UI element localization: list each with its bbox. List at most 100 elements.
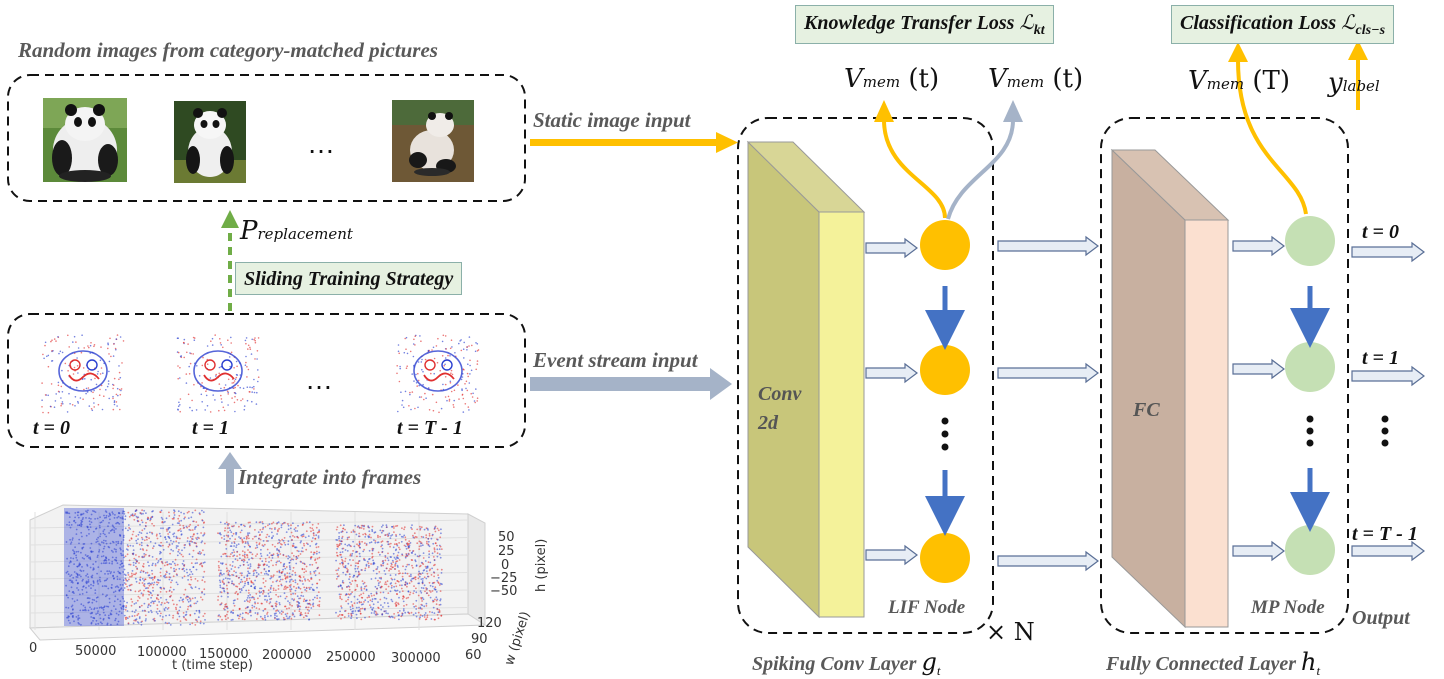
plot-point [93, 510, 96, 513]
plot-point [437, 611, 440, 614]
plot-point [89, 523, 91, 526]
plot-point [137, 533, 140, 536]
plot-point [386, 557, 389, 559]
plot-point [278, 612, 281, 614]
event-dot [476, 397, 479, 400]
plot-point [269, 586, 272, 589]
plot-point [65, 584, 67, 587]
plot-point [364, 569, 366, 572]
plot-point [194, 528, 196, 530]
plot-point [402, 565, 404, 568]
event-dot [469, 373, 471, 375]
plot-point [189, 598, 192, 601]
plot-point [142, 594, 144, 597]
spiking-layer-label: Spiking Conv Layer gt [752, 648, 941, 678]
plot-point [231, 565, 234, 567]
plot-point [102, 532, 105, 535]
event-dot [220, 366, 222, 368]
plot-point [225, 618, 227, 621]
plot-point [93, 617, 96, 620]
event-dot [399, 365, 401, 368]
plot-point [439, 556, 442, 559]
plot-point [225, 540, 228, 542]
plot-point [370, 592, 373, 595]
plot-point [220, 537, 223, 539]
plot-point [252, 574, 255, 576]
plot-point [173, 510, 176, 513]
plot-point [234, 538, 237, 541]
plot-point [186, 540, 189, 542]
plot-point [365, 588, 368, 591]
plot-point [422, 587, 425, 590]
plot-point [175, 606, 177, 609]
plot-point [274, 604, 277, 607]
plot-point [418, 618, 421, 620]
plot-point [77, 589, 80, 591]
plot-point [369, 604, 371, 606]
plot-point [379, 598, 382, 601]
plot-point [188, 525, 191, 528]
event-outline [441, 359, 453, 371]
plot-point [146, 538, 148, 541]
plot-point [423, 569, 426, 571]
plot-point [140, 623, 143, 626]
plot-point [271, 554, 273, 557]
plot-point [182, 612, 185, 614]
plot-point [358, 594, 361, 597]
plot-point [424, 612, 427, 614]
plot-point [284, 543, 287, 546]
event-stream-3d-plot [28, 504, 487, 641]
plot-point [316, 531, 319, 534]
plot-point [276, 618, 278, 620]
plot-point [436, 527, 439, 530]
event-dot [112, 387, 114, 390]
event-dot [466, 349, 468, 351]
plot-point [397, 611, 399, 614]
plot-point [433, 572, 436, 574]
plot-point [142, 593, 145, 596]
plot-point [190, 578, 193, 581]
plot-point [156, 537, 159, 540]
plot-point [141, 609, 144, 612]
plot-point [247, 589, 250, 592]
plot-point [402, 595, 405, 598]
plot-point [358, 552, 361, 555]
plot-point [193, 602, 196, 605]
plot-point [391, 534, 394, 536]
plot-point [395, 585, 398, 588]
plot-point [72, 557, 75, 560]
plot-point [97, 566, 100, 568]
plot-point [237, 543, 240, 545]
event-dot [60, 385, 63, 388]
plot-point [315, 542, 318, 545]
plot-point [405, 565, 408, 568]
plot-point [188, 542, 191, 545]
plot-point [118, 572, 121, 574]
event-dot [421, 358, 423, 361]
plot-point [346, 536, 349, 539]
plot-point [427, 540, 430, 543]
mp-node-1 [1285, 216, 1335, 266]
event-dot [247, 344, 250, 347]
plot-point [160, 596, 162, 599]
plot-point [338, 614, 341, 616]
plot-point [140, 569, 143, 572]
plot-point [145, 618, 147, 620]
plot-point [76, 559, 79, 561]
event-dot [55, 340, 57, 342]
plot-point [106, 578, 109, 580]
plot-point [227, 581, 230, 584]
plot-point [277, 530, 279, 533]
plot-point [174, 564, 177, 567]
plot-point [243, 545, 246, 548]
plot-point [420, 542, 422, 545]
h-tick-0: 50 [498, 530, 515, 545]
plot-point [239, 537, 242, 540]
plot-point [178, 615, 181, 618]
plot-point [119, 588, 122, 591]
plot-point [169, 552, 172, 555]
plot-point [85, 510, 87, 512]
plot-gridline [29, 519, 469, 529]
plot-point [80, 603, 83, 606]
plot-point [145, 549, 148, 552]
